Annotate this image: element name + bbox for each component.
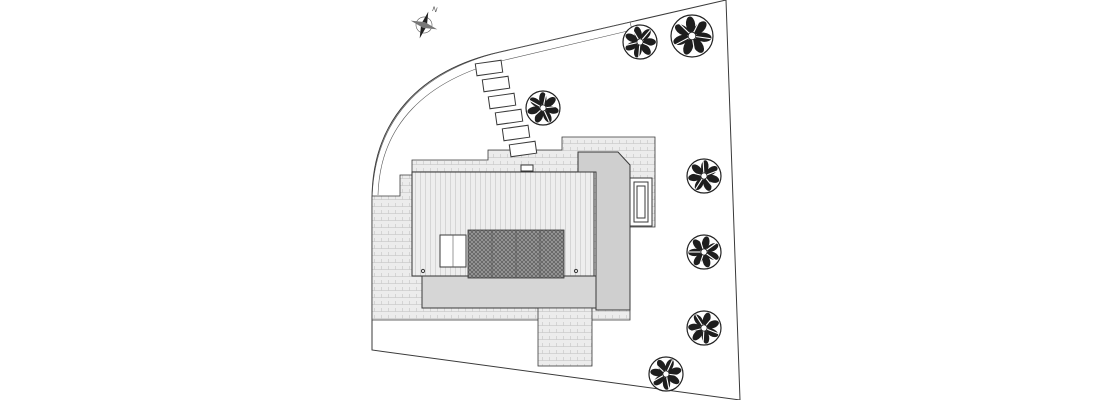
tree-5	[686, 234, 722, 270]
annex-roof	[577, 151, 631, 311]
lower-slab	[421, 275, 631, 309]
stepping-stones	[474, 59, 538, 158]
roof-drain-left	[420, 268, 426, 274]
tree-6	[686, 310, 722, 346]
tree-3	[525, 90, 561, 126]
tree-4	[686, 158, 722, 194]
mailbox	[520, 164, 534, 172]
driveway	[537, 307, 593, 367]
tree-2	[670, 14, 714, 58]
trees-group	[525, 14, 722, 392]
north-label: N	[431, 6, 438, 14]
outdoor-stairs	[629, 177, 653, 227]
north-arrow: N	[410, 6, 438, 39]
tree-7	[648, 356, 684, 392]
tree-1	[622, 24, 658, 60]
roof-drain-right	[573, 268, 579, 274]
